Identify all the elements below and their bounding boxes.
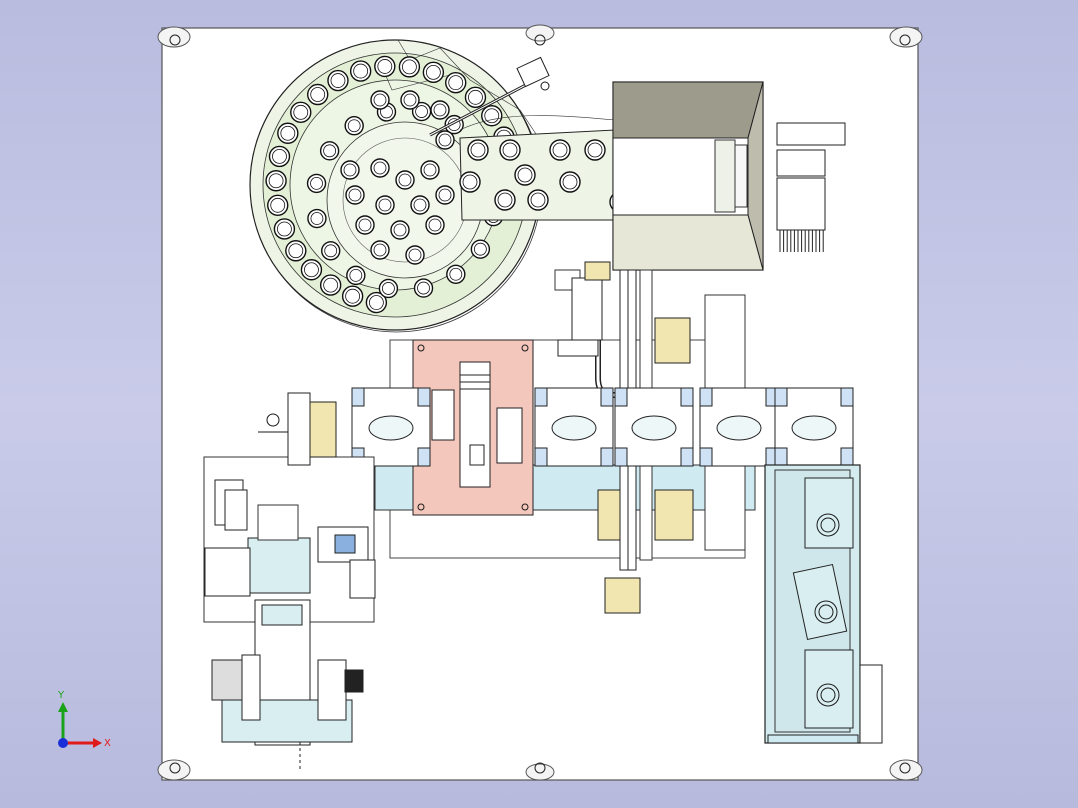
part-ring-inner — [425, 64, 441, 80]
part-ring-inner — [552, 142, 568, 158]
part-ring-inner — [288, 243, 304, 259]
part-ring-inner — [343, 163, 357, 177]
rotary-station — [774, 387, 854, 467]
coordinate-triad: Y X — [57, 690, 111, 749]
part-ring-inner — [470, 142, 486, 158]
rotary-station — [351, 387, 431, 467]
x-axis-label: X — [104, 738, 111, 749]
part-ring-inner — [438, 188, 452, 202]
part-ring-inner — [345, 288, 361, 304]
hopper — [612, 81, 764, 271]
rotary-station — [534, 387, 614, 467]
mounting-holes — [169, 34, 911, 774]
part-ring-inner — [377, 59, 393, 74]
control-box — [776, 122, 846, 252]
exit-conveyor — [764, 464, 883, 744]
rotary-station — [699, 387, 779, 467]
part-ring-inner — [468, 89, 483, 105]
part-ring-inner — [462, 174, 478, 190]
part-ring-inner — [448, 75, 464, 91]
part-ring-inner — [373, 93, 387, 107]
part-ring-inner — [562, 174, 578, 190]
part-ring-inner — [268, 173, 284, 189]
part-ring-inner — [398, 173, 412, 187]
part-ring-inner — [323, 277, 339, 293]
part-ring-inner — [393, 223, 407, 237]
part-ring-inner — [517, 167, 533, 183]
part-ring-inner — [415, 105, 428, 118]
part-ring-inner — [413, 198, 427, 212]
part-ring-inner — [373, 243, 387, 257]
part-ring-inner — [310, 212, 324, 225]
tape-winder — [211, 599, 364, 772]
y-axis-label: Y — [57, 690, 65, 701]
discharge-track — [429, 56, 631, 221]
part-ring-inner — [449, 267, 463, 281]
part-ring-inner — [428, 218, 442, 232]
part-ring-inner — [348, 188, 362, 202]
part-ring-inner — [310, 177, 323, 190]
part-ring-inner — [530, 192, 546, 208]
part-ring-inner — [323, 144, 337, 158]
part-ring-inner — [423, 163, 437, 177]
part-ring-inner — [502, 142, 518, 158]
part-ring-inner — [280, 125, 296, 141]
slide-modules — [597, 317, 694, 614]
part-ring-inner — [484, 108, 500, 124]
part-ring-inner — [438, 133, 452, 147]
part-ring-inner — [473, 242, 487, 256]
part-ring-inner — [378, 198, 392, 212]
station-row — [351, 387, 854, 467]
leveling-feet — [157, 24, 923, 781]
left-feeder-module — [203, 392, 376, 623]
part-ring-inner — [310, 87, 326, 102]
red-plate — [412, 339, 534, 516]
part-ring-inner — [497, 192, 513, 208]
part-ring-inner — [293, 104, 309, 120]
part-ring-inner — [270, 197, 286, 213]
part-ring-inner — [403, 93, 417, 107]
part-ring-inner — [330, 73, 346, 88]
part-ring-inner — [349, 268, 363, 282]
part-ring-inner — [368, 295, 384, 310]
part-ring-inner — [324, 244, 338, 258]
part-ring-inner — [417, 281, 430, 295]
part-ring-inner — [272, 148, 287, 164]
part-ring-inner — [433, 103, 447, 117]
part-ring-inner — [304, 262, 319, 278]
part-ring-inner — [402, 59, 417, 75]
part-ring-inner — [358, 218, 372, 232]
part-ring-inner — [353, 63, 369, 79]
part-ring-inner — [587, 142, 603, 158]
rotary-station — [614, 387, 694, 467]
part-ring-inner — [373, 161, 387, 175]
part-ring-inner — [347, 119, 361, 133]
part-ring-inner — [382, 282, 395, 295]
part-ring-inner — [277, 221, 292, 237]
part-ring-inner — [408, 248, 422, 262]
